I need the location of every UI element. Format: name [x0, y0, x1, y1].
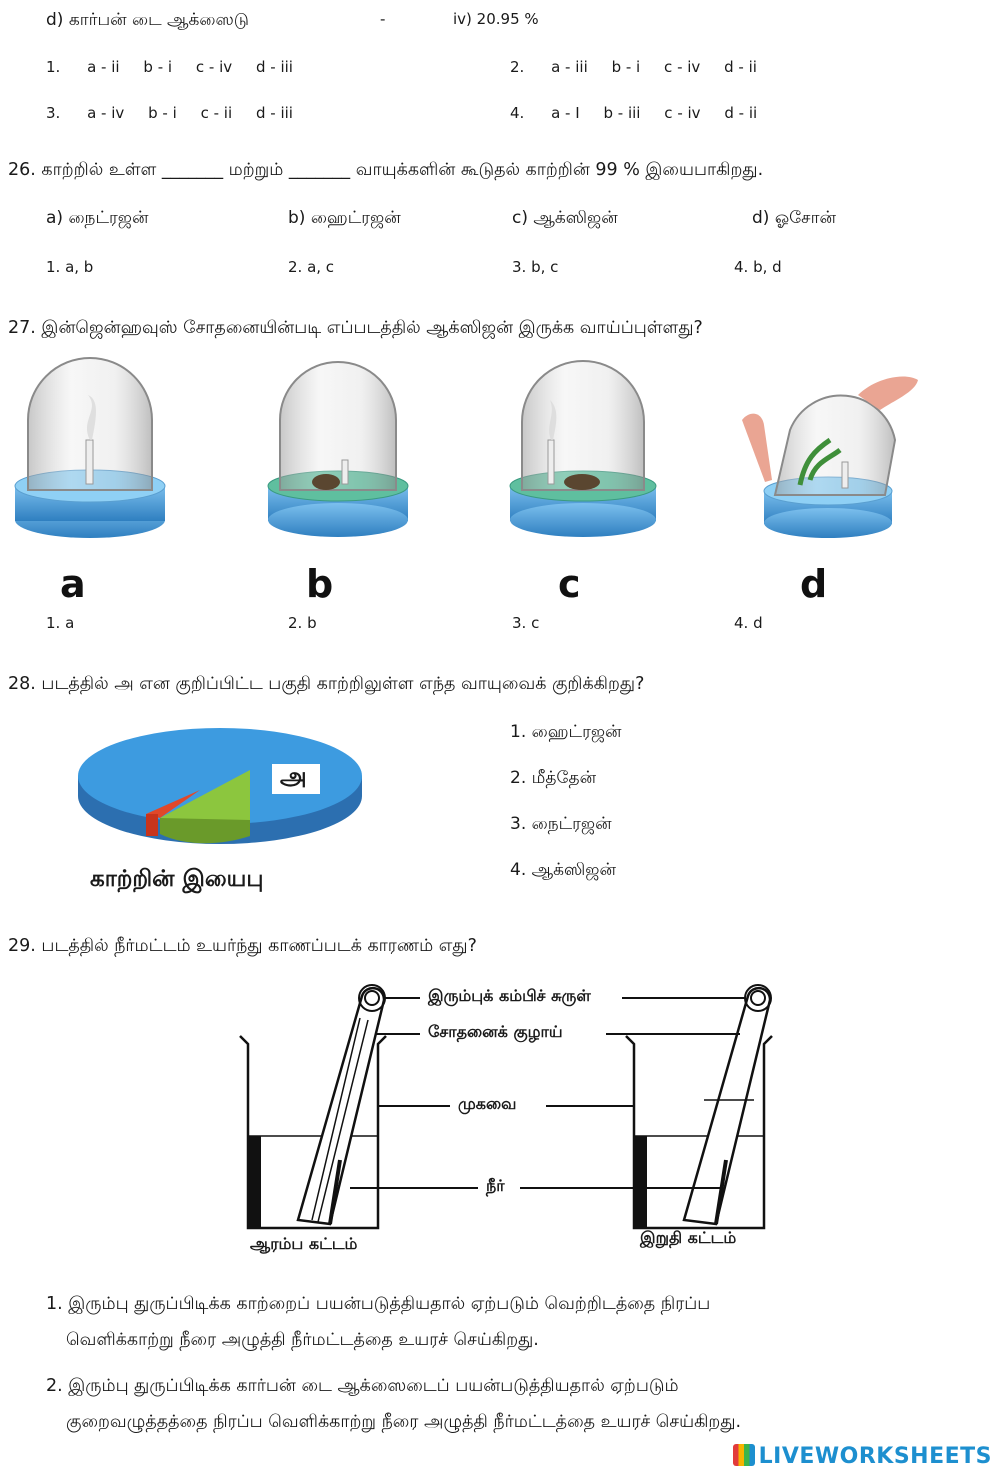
- dish-b: [268, 503, 408, 537]
- jar-a: [14, 357, 166, 538]
- q28-answer-4[interactable]: 4. ஆக்ஸிஜன்: [510, 860, 616, 880]
- hand-right: [858, 376, 918, 410]
- leader-lines: [350, 997, 745, 1189]
- jar-label-d: d: [800, 562, 828, 606]
- q26-choice-d: d) ஓசோன்: [752, 208, 836, 228]
- candle-d: [841, 461, 849, 489]
- jar-label-a: a: [60, 562, 86, 606]
- q26-answer-4[interactable]: 4. b, d: [734, 258, 782, 276]
- option-text: a - ii b - i c - iv d - iii: [87, 58, 293, 76]
- candle-a: [85, 439, 94, 485]
- bell-jar-b: [279, 361, 397, 491]
- label-test-tube: சோதனைக் குழாய்: [428, 1022, 563, 1041]
- q29-answer-1-line-2: வெளிக்காற்று நீரை அழுத்தி நீர்மட்டத்தை உ…: [66, 1330, 539, 1350]
- jar-c: [509, 360, 657, 537]
- question-number: 26.: [8, 160, 36, 180]
- option-number: 1.: [46, 58, 61, 76]
- jar-label-c: c: [558, 562, 581, 606]
- q28-question: 28. படத்தில் அ என குறிப்பிட்ட பகுதி காற்…: [8, 674, 644, 696]
- pie-slice-oxygen: [160, 770, 250, 829]
- q29-answer-1-line-1[interactable]: 1. இரும்பு துருப்பிடிக்க காற்றைப் பயன்பட…: [46, 1294, 711, 1314]
- smoke-a: [87, 395, 96, 440]
- liveworksheets-logo: LIVEWORKSHEETS: [732, 1444, 992, 1469]
- liveworksheets-icon: [732, 1444, 755, 1466]
- question-number: 28.: [8, 674, 36, 694]
- q27-answer-4[interactable]: 4. d: [734, 614, 763, 632]
- label-start-stage: ஆரம்ப கட்டம்: [250, 1234, 358, 1253]
- q25-iv: iv) 20.95 %: [453, 10, 539, 28]
- q27-question: 27. இன்ஜென்ஹவுஸ் சோதனையின்படி எப்படத்தில…: [8, 318, 703, 340]
- dish-c: [510, 503, 656, 537]
- label-iron-coil: இரும்புக் கம்பிச் சுருள்: [428, 986, 591, 1005]
- smoke-c: [549, 400, 557, 440]
- q25-dash: -: [380, 10, 386, 28]
- beaker-end: [625, 984, 773, 1230]
- candle-b: [341, 459, 349, 485]
- q28-answer-1[interactable]: 1. ஹைட்ரஜன்: [510, 722, 622, 742]
- question-text: இன்ஜென்ஹவுஸ் சோதனையின்படி எப்படத்தில் ஆக…: [41, 318, 703, 338]
- pie-slice-nitrogen: [78, 728, 362, 824]
- label-water: நீர்: [486, 1176, 505, 1195]
- label-end-stage: இறுதி கட்டம்: [640, 1228, 737, 1247]
- q29-question: 29. படத்தில் நீர்மட்டம் உயர்ந்து காணப்பட…: [8, 936, 477, 958]
- q28-answer-3[interactable]: 3. நைட்ரஜன்: [510, 814, 612, 834]
- pie-label: அ: [280, 762, 307, 790]
- question-number: 27.: [8, 318, 36, 338]
- q25-option-2[interactable]: 2. a - iii b - i c - iv d - ii: [510, 58, 757, 76]
- option-number: 2.: [510, 58, 525, 76]
- beaker-start: [239, 984, 387, 1230]
- question-text: படத்தில் நீர்மட்டம் உயர்ந்து காணப்படக் க…: [41, 936, 477, 956]
- q26-answer-2[interactable]: 2. a, c: [288, 258, 335, 276]
- mouse-c: [564, 474, 600, 490]
- option-text: a - iii b - i c - iv d - ii: [551, 58, 757, 76]
- q26-question: 26. காற்றில் உள்ள _______ மற்றும் ______…: [8, 160, 763, 182]
- q28-answer-2[interactable]: 2. மீத்தேன்: [510, 768, 597, 788]
- dish-d: [764, 508, 892, 538]
- plant-d: [797, 437, 842, 486]
- q26-choice-b: b) ஹைட்ரஜன்: [288, 208, 401, 228]
- q25-option-4[interactable]: 4. a - I b - iii c - iv d - ii: [510, 104, 757, 122]
- q26-answer-1[interactable]: 1. a, b: [46, 258, 94, 276]
- q27-answer-2[interactable]: 2. b: [288, 614, 317, 632]
- pie-slice-oxygen-side: [160, 818, 250, 844]
- q29-answer-2-line-1[interactable]: 2. இரும்பு துருப்பிடிக்க கார்பன் டை ஆக்ஸ…: [46, 1376, 679, 1396]
- option-number: 3.: [46, 104, 61, 122]
- pie-slice-other-side: [146, 814, 158, 836]
- q29-answer-2-line-2: குறைவழுத்தத்தை நிரப்ப வெளிக்காற்று நீரை …: [66, 1412, 742, 1432]
- option-number: 4.: [510, 104, 525, 122]
- jar-d: [742, 376, 918, 538]
- q25-option-3[interactable]: 3. a - iv b - i c - ii d - iii: [46, 104, 293, 122]
- q26-choice-a: a) நைட்ரஜன்: [46, 208, 149, 228]
- option-text: a - iv b - i c - ii d - iii: [87, 104, 293, 122]
- pie-caption: காற்றின் இயைபு: [90, 866, 264, 892]
- q25-option-1[interactable]: 1. a - ii b - i c - iv d - iii: [46, 58, 293, 76]
- q26-choice-c: c) ஆக்ஸிஜன்: [512, 208, 618, 228]
- question-number: 29.: [8, 936, 36, 956]
- brand-text: LIVEWORKSHEETS: [758, 1444, 992, 1469]
- q25-row-d: d) கார்பன் டை ஆக்ஸைடு: [46, 10, 249, 30]
- mouse-b: [312, 474, 340, 490]
- q26-answer-3[interactable]: 3. b, c: [512, 258, 559, 276]
- label-beaker: முகவை: [458, 1094, 517, 1113]
- q27-answer-3[interactable]: 3. c: [512, 614, 540, 632]
- question-text: படத்தில் அ என குறிப்பிட்ட பகுதி காற்றிலு…: [41, 674, 645, 694]
- q27-answer-1[interactable]: 1. a: [46, 614, 75, 632]
- hand-left: [742, 413, 772, 482]
- pie-label-box: [272, 764, 320, 794]
- jar-b: [267, 361, 409, 537]
- question-text: காற்றில் உள்ள _______ மற்றும் _______ வா…: [41, 160, 764, 180]
- jar-label-b: b: [306, 562, 334, 606]
- option-text: a - I b - iii c - iv d - ii: [551, 104, 758, 122]
- pie-slice-other: [146, 790, 200, 818]
